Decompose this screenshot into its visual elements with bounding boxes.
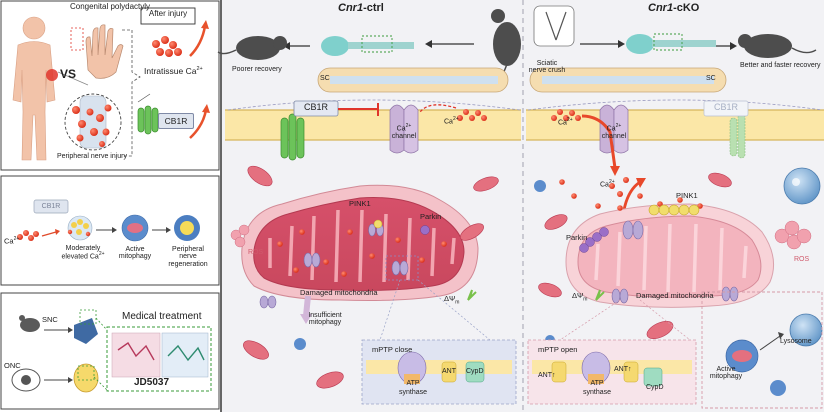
ctrl-mptp-label: mPTP close <box>372 345 413 354</box>
vs-label: VS <box>60 67 77 81</box>
cko-dpsi-label: ΔΨm <box>572 291 588 303</box>
lysosome-label: Lysosome <box>780 338 812 345</box>
cko-cypd-label: CypD <box>646 384 664 391</box>
onc-eye-icon <box>11 368 41 392</box>
cko-ros-cluster-icon <box>774 220 812 250</box>
ctrl-ros-label: ROS <box>248 249 264 256</box>
cko-damaged-mitochondrion <box>565 203 775 308</box>
ctrl-atp-label: ATP <box>406 380 420 387</box>
medical-treatment-label: Medical treatment <box>122 311 202 322</box>
cko-atp-label: ATP <box>590 380 604 387</box>
snc-label: SNC <box>42 315 58 324</box>
cko-channel-label: Ca2+channel <box>601 123 627 140</box>
sciatic-crush-label: Sciatic nerve crush <box>528 60 566 75</box>
ctrl-lysosome-small <box>294 338 306 350</box>
cko-cypd-icon <box>643 367 663 387</box>
cb1r-receptor-icon <box>137 105 159 135</box>
ctrl-pink1-marker <box>373 219 383 229</box>
ctrl-damaged-mitochondrion <box>241 184 479 301</box>
onc-label: ONC <box>4 361 21 370</box>
sciatic-crush-inset <box>533 5 575 47</box>
calcium-cluster-icon <box>152 36 182 57</box>
ctrl-atp-synthase-icon <box>397 351 427 385</box>
cko-synthase-label: synthase <box>582 389 612 396</box>
cko-autophagosome-icon <box>725 339 759 373</box>
cko-ant-right-icon <box>623 361 639 383</box>
cko-sc-label: SC <box>706 75 716 82</box>
human-figure-icon <box>12 16 56 161</box>
ctrl-cb1r-receptor <box>280 113 305 161</box>
cko-damaged-label: Damaged mitochondria <box>636 291 714 300</box>
cko-ros-label: ROS <box>794 256 810 263</box>
snc-mouse-icon <box>19 315 40 332</box>
schwann-cluster-icon <box>67 215 93 241</box>
regeneration-label: Peripheral nerve regeneration <box>168 246 208 268</box>
better-recovery-label: Better and faster recovery <box>740 62 821 69</box>
nerve-cell-icon <box>73 309 99 393</box>
ctrl-parkin-label: Parkin <box>420 212 442 221</box>
cb1r-label-faded: CB1R <box>41 203 61 210</box>
insufficient-mitophagy-label: Insufficient mitophagy <box>308 312 342 327</box>
ctrl-parkin-marker <box>420 225 430 235</box>
cko-parkin-beads <box>579 227 609 253</box>
ctrl-damaged-label: Damaged mitochondria <box>300 288 378 297</box>
moderately-elevated-label: Moderately elevated Ca2+ <box>61 245 105 261</box>
ctrl-pink1-label: PINK1 <box>349 199 371 208</box>
ctrl-ant-icon <box>441 361 457 383</box>
cko-mptp-label: mPTP open <box>538 345 578 354</box>
ctrl-cypd-icon <box>465 361 485 383</box>
ca-label-left: Ca2+ <box>4 236 20 246</box>
cko-ant-left-label: ANT↑ <box>538 372 556 379</box>
active-mitophagy-label: Active mitophagy <box>118 246 152 261</box>
intratissue-label: Intratissue Ca2+ <box>144 66 203 76</box>
ctrl-cb1r-label: CB1R <box>303 102 328 112</box>
cko-ca-mid-label: Ca2+ <box>600 179 615 189</box>
cko-ant-left-icon <box>551 361 567 383</box>
ctrl-cypd-label: CypD <box>466 368 484 375</box>
cko-cb1r-label: CB1R <box>713 102 738 112</box>
cko-parkin-label: Parkin <box>566 233 588 242</box>
drug-label: JD5037 <box>134 377 170 388</box>
cko-mitophagy-inset <box>701 291 823 409</box>
cko-membrane <box>526 109 824 141</box>
cko-neuron-icon <box>626 33 716 54</box>
ctrl-neuron-icon <box>321 35 414 56</box>
ctrl-ros-cluster-icon <box>230 224 250 248</box>
cko-ca-left-label: Ca2+ <box>558 117 573 127</box>
cko-pink1-label: PINK1 <box>676 191 698 200</box>
ctrl-mouse-icon <box>217 36 287 60</box>
ctrl-synthase-label: synthase <box>398 389 428 396</box>
cko-mouse-icon <box>738 34 817 58</box>
polydactyly-hand-icon <box>85 24 124 79</box>
cko-title: Cnr1-cKO <box>648 2 700 14</box>
peripheral-injury-label: Peripheral nerve injury <box>56 153 128 160</box>
cko-atp-synthase-icon <box>581 351 611 385</box>
ctrl-sc-label: SC <box>320 75 330 82</box>
after-injury-label: After injury <box>148 9 188 18</box>
cb1r-label-left: CB1R <box>158 113 194 129</box>
ctrl-ant-label: ANT <box>442 368 456 375</box>
ctrl-ca-label: Ca2+ <box>444 116 459 126</box>
cko-active-mitophagy-label: Active mitophagy <box>709 366 743 381</box>
ctrl-channel-label: Ca2+channel <box>391 123 417 140</box>
cko-lysosome-large <box>783 167 821 205</box>
ctrl-title: Cnr1-ctrl <box>338 2 384 14</box>
ctrl-calcium-channel <box>389 104 419 154</box>
congenital-label: Congenital polydactyly <box>69 2 151 11</box>
ctrl-membrane <box>225 109 521 141</box>
cko-ant-right-label: ANT↑ <box>614 366 632 373</box>
poorer-recovery-label: Poorer recovery <box>232 66 282 73</box>
ctrl-dpsi-label: ΔΨm <box>444 294 460 306</box>
cko-pink1-beads <box>648 204 700 216</box>
injury-site-marker <box>46 69 58 81</box>
